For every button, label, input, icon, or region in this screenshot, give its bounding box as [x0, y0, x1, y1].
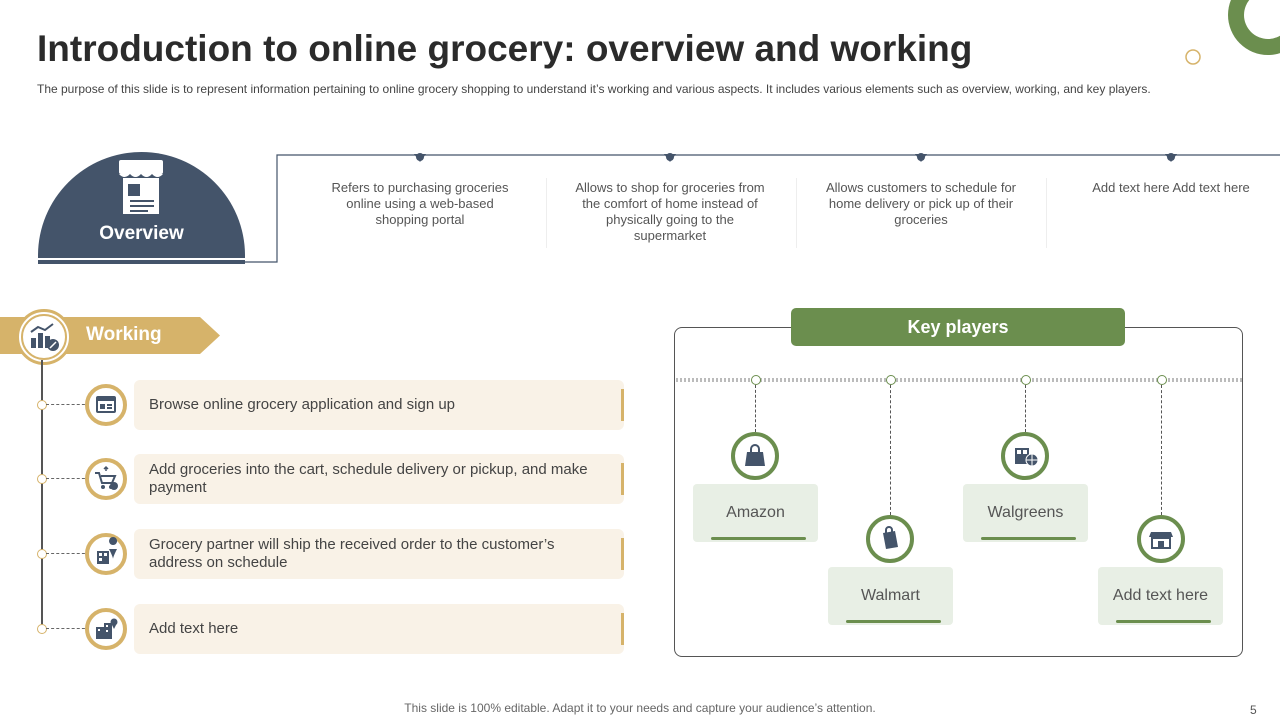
overview-item-3: Allows customers to schedule for home de…: [825, 180, 1017, 227]
rail-node: [886, 375, 896, 385]
card-accent: [621, 463, 624, 495]
working-badge: [16, 309, 72, 365]
working-step-card: Browse online grocery application and si…: [134, 380, 624, 430]
player-card: Amazon: [693, 484, 818, 542]
rail-node: [751, 375, 761, 385]
working-step-text: Grocery partner will ship the received o…: [149, 536, 555, 571]
shopping-bag-icon: [866, 515, 914, 563]
player-name: Amazon: [726, 504, 785, 521]
timeline-dot: [37, 624, 47, 634]
card-accent: [1116, 620, 1211, 623]
timeline-connector: [46, 404, 90, 405]
overview-item-4: Add text here Add text here: [1092, 180, 1250, 195]
working-timeline: [41, 360, 43, 630]
shopping-bag-icon: [731, 432, 779, 480]
card-accent: [711, 537, 806, 540]
city-location-icon: [85, 608, 127, 650]
location-building-icon: [85, 533, 127, 575]
overview-underline: [38, 260, 245, 264]
overview-item-1: Refers to purchasing groceries online us…: [331, 180, 509, 227]
card-accent: [621, 389, 624, 421]
browser-window-icon: [85, 384, 127, 426]
timeline-dot: [37, 474, 47, 484]
decorative-ring-icon: [1185, 0, 1280, 65]
card-accent: [621, 538, 624, 570]
key-players-rail: [676, 378, 1242, 382]
rail-node: [1021, 375, 1031, 385]
timeline-dot: [37, 549, 47, 559]
overview-label: Overview: [99, 223, 184, 244]
timeline-connector: [46, 478, 90, 479]
player-name: Walgreens: [987, 504, 1064, 521]
shop-globe-icon: [1001, 432, 1049, 480]
timeline-dot: [37, 400, 47, 410]
page-subtitle: The purpose of this slide is to represen…: [37, 82, 1151, 96]
player-card: Walgreens: [963, 484, 1088, 542]
card-accent: [981, 537, 1076, 540]
working-step-text: Add text here: [149, 620, 239, 637]
timeline-connector: [46, 628, 90, 629]
analytics-icon: [21, 314, 67, 360]
rail-connector: [890, 385, 891, 515]
rail-connector: [1161, 385, 1162, 515]
working-step-text: Add groceries into the cart, schedule de…: [149, 461, 588, 496]
page-number: 5: [1250, 703, 1257, 717]
player-card: Add text here: [1098, 567, 1223, 625]
slide-footer: This slide is 100% editable. Adapt it to…: [404, 701, 876, 715]
key-players-header: Key players: [791, 308, 1125, 346]
rail-connector: [755, 385, 756, 432]
player-name: Walmart: [861, 587, 920, 604]
storefront-icon: [1137, 515, 1185, 563]
rail-node: [1157, 375, 1167, 385]
working-step-card: Add groceries into the cart, schedule de…: [134, 454, 624, 504]
rail-connector: [1025, 385, 1026, 432]
overview-divider: [546, 178, 547, 248]
working-step-card: Add text here: [134, 604, 624, 654]
overview-divider: [796, 178, 797, 248]
overview-divider: [1046, 178, 1047, 248]
working-step-card: Grocery partner will ship the received o…: [134, 529, 624, 579]
card-accent: [621, 613, 624, 645]
player-name: Add text here: [1112, 587, 1209, 604]
overview-item-2: Allows to shop for groceries from the co…: [575, 180, 765, 243]
timeline-connector: [46, 553, 90, 554]
player-card: Walmart: [828, 567, 953, 625]
page-title: Introduction to online grocery: overview…: [37, 28, 973, 69]
cart-payment-icon: [85, 458, 127, 500]
store-icon: [119, 160, 163, 214]
working-label: Working: [86, 324, 162, 345]
card-accent: [846, 620, 941, 623]
working-step-text: Browse online grocery application and si…: [149, 396, 456, 413]
